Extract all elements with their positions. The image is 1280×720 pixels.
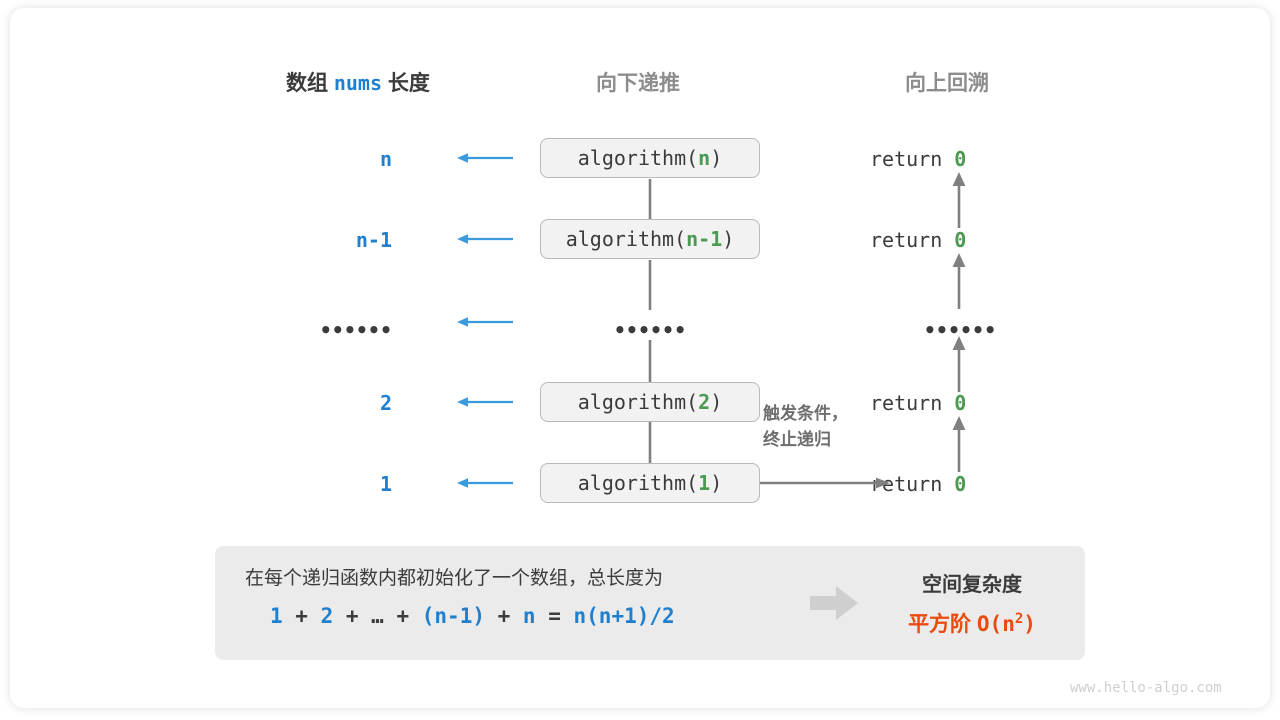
return-value-0: 0 [954, 147, 967, 171]
trigger-note-line-1: 触发条件， [763, 404, 848, 423]
call-box-prefix-3: algorithm( [577, 390, 699, 414]
row-length-0: n [379, 147, 392, 171]
down-arrow-icon-1 [648, 260, 652, 310]
result-arrow-icon [810, 586, 858, 620]
up-arrow-icon-3 [952, 416, 966, 472]
row-length-4: 1 [379, 472, 392, 496]
return-row-3: return 0 [870, 391, 1050, 415]
header-array-suffix: 长度 [387, 72, 430, 95]
up-arrow-icon-2 [952, 336, 966, 392]
row-length-2: •••••• [319, 318, 392, 342]
call-box-arg-1: n-1 [686, 227, 723, 251]
left-arrow-icon-2 [457, 317, 513, 327]
call-box-4[interactable]: algorithm(1) [540, 463, 760, 503]
base-case-arrow-icon [760, 477, 890, 489]
return-row-0: return 0 [870, 147, 1050, 171]
return-keyword-0: return [870, 147, 943, 171]
header-recurse-down: 向下递推 [596, 72, 680, 95]
return-ellipsis: •••••• [923, 318, 997, 342]
up-arrow-icon-1 [952, 253, 966, 309]
call-box-arg-4: 1 [698, 471, 711, 495]
formula-op-1: + [282, 604, 321, 628]
formula-term-a: 1 [270, 604, 283, 628]
complexity-label: 平方阶 [908, 613, 972, 636]
left-arrow-icon-3 [457, 397, 513, 407]
call-box-prefix-1: algorithm( [565, 227, 687, 251]
complexity-notation-close: ) [1023, 612, 1036, 636]
call-box-suffix-4: ) [710, 471, 723, 495]
call-box-suffix-3: ) [710, 390, 723, 414]
return-row-4: return 0 [870, 472, 1050, 496]
call-box-prefix-0: algorithm( [577, 146, 699, 170]
header-array-prefix: 数组 [286, 72, 328, 95]
formula-op-2: + … + [333, 604, 422, 628]
up-arrow-icon-0 [952, 172, 966, 228]
summary-panel: 在每个递归函数内都初始化了一个数组，总长度为 1 + 2 + … + (n-1)… [215, 546, 1085, 660]
call-box-suffix-1: ) [722, 227, 735, 251]
call-box-suffix-0: ) [710, 146, 723, 170]
complexity-title: 空间复杂度 [922, 574, 1022, 596]
summary-description: 在每个递归函数内都初始化了一个数组，总长度为 [245, 568, 664, 589]
formula-term-b: 2 [320, 604, 334, 628]
return-value-4: 0 [954, 472, 967, 496]
formula-op-3: + [484, 604, 523, 628]
formula-term-c: (n-1) [421, 604, 485, 628]
call-box-0[interactable]: algorithm(n) [540, 138, 760, 178]
formula-op-4: = [535, 604, 574, 628]
left-arrow-icon-0 [457, 153, 513, 163]
complexity-notation-exponent: 2 [1014, 611, 1024, 627]
watermark: www.hello-algo.com [1070, 680, 1222, 696]
call-box-arg-0: n [698, 146, 711, 170]
diagram-card: 数组 nums 长度 向下递推 向上回溯 n algorithm(n) retu… [10, 8, 1270, 708]
row-length-3: 2 [379, 391, 392, 415]
call-ellipsis: •••••• [613, 318, 687, 342]
formula-term-d: n [522, 604, 536, 628]
left-arrow-icon-4 [457, 478, 513, 488]
trigger-note-line-2: 终止递归 [763, 430, 831, 449]
header-array-length: 数组 nums 长度 [286, 67, 430, 97]
return-keyword-3: return [870, 391, 943, 415]
header-array-name: nums [333, 71, 383, 95]
complexity-value: 平方阶 O(n2) [862, 608, 1082, 638]
call-box-3[interactable]: algorithm(2) [540, 382, 760, 422]
return-row-1: return 0 [870, 228, 1050, 252]
return-value-3: 0 [954, 391, 967, 415]
trigger-note: 触发条件， 终止递归 [763, 401, 848, 453]
formula-result: n(n+1)/2 [573, 604, 675, 628]
call-box-arg-3: 2 [698, 390, 711, 414]
call-box-prefix-4: algorithm( [577, 471, 699, 495]
return-value-1: 0 [954, 228, 967, 252]
return-keyword-1: return [870, 228, 943, 252]
header-backtrack-up: 向上回溯 [905, 72, 989, 95]
complexity-notation-base: O(n [976, 612, 1015, 636]
summary-formula: 1 + 2 + … + (n-1) + n = n(n+1)/2 [270, 604, 675, 628]
call-box-1[interactable]: algorithm(n-1) [540, 219, 760, 259]
complexity-notation: O(n2) [976, 611, 1036, 636]
row-length-1: n-1 [355, 228, 392, 252]
left-arrow-icon-1 [457, 234, 513, 244]
